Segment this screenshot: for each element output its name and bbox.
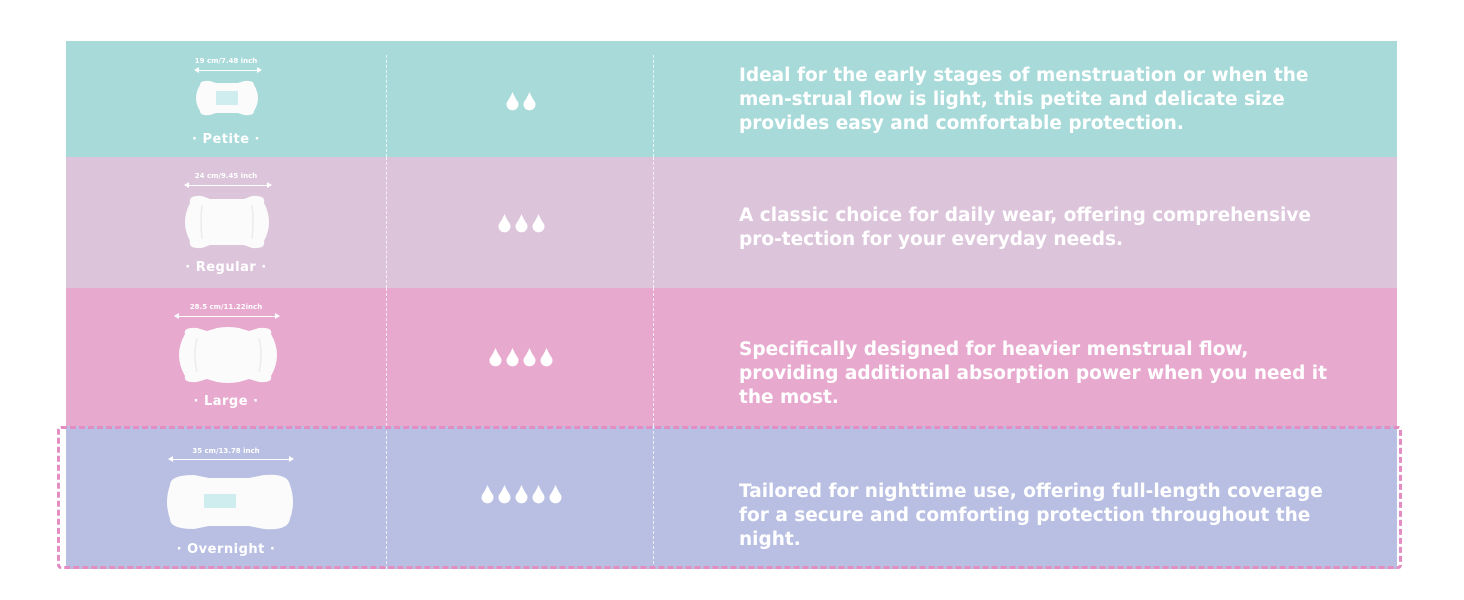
table-row-regular: 24 cm/9.45 inch · Regular · A classic ch… <box>66 157 1397 288</box>
sanitary-pad-icon <box>185 195 269 249</box>
dimension-label: 24 cm/9.45 inch <box>194 172 258 180</box>
sanitary-pad-icon <box>167 474 293 530</box>
water-drop-icon <box>532 214 544 233</box>
size-description: A classic choice for daily wear, offerin… <box>739 205 1311 250</box>
water-drop-icon <box>489 348 502 367</box>
size-description: Tailored for nighttime use, offering ful… <box>739 481 1323 550</box>
water-drop-icon <box>515 214 527 233</box>
water-drop-icon <box>515 485 527 504</box>
size-description: Specifically designed for heavier menstr… <box>739 339 1327 408</box>
column-divider <box>386 157 387 288</box>
dimension-arrow <box>174 313 280 319</box>
column-divider <box>653 157 654 288</box>
water-drop-icon <box>506 348 519 367</box>
dimension-arrow <box>184 182 272 188</box>
size-name: · Regular · <box>185 260 267 275</box>
size-description: Ideal for the early stages of menstruati… <box>739 65 1309 134</box>
column-divider <box>653 55 654 157</box>
water-drop-icon <box>506 92 519 111</box>
water-drop-icon <box>498 485 510 504</box>
size-name: · Petite · <box>192 132 260 147</box>
water-drop-icon <box>532 485 544 504</box>
water-drop-icon <box>498 214 510 233</box>
column-divider <box>386 55 387 157</box>
dimension-arrow <box>194 67 262 73</box>
water-drop-icon <box>549 485 561 504</box>
dimension-arrow <box>168 456 294 462</box>
absorbency-drops <box>388 485 654 504</box>
water-drop-icon <box>523 348 536 367</box>
column-divider <box>386 288 387 426</box>
sanitary-pad-icon <box>196 80 258 116</box>
column-divider <box>653 426 654 569</box>
absorbency-drops <box>388 214 654 233</box>
column-divider <box>386 426 387 569</box>
size-name: · Overnight · <box>176 542 276 557</box>
size-name: · Large · <box>193 394 259 409</box>
table-row-petite: 19 cm/7.48 inch · Petite · Ideal for the… <box>66 41 1397 157</box>
water-drop-icon <box>481 485 493 504</box>
dimension-label: 28.5 cm/11.22inch <box>189 303 263 311</box>
table-row-overnight: 35 cm/13.78 inch · Overnight · Tailored … <box>66 426 1397 569</box>
absorbency-drops <box>388 348 654 367</box>
absorbency-drops <box>388 92 654 111</box>
dimension-label: 19 cm/7.48 inch <box>194 57 258 65</box>
overnight-highlight-frame <box>57 426 1402 569</box>
dimension-label: 35 cm/13.78 inch <box>192 447 260 455</box>
water-drop-icon <box>523 92 536 111</box>
sanitary-pad-icon <box>179 327 277 383</box>
column-divider <box>653 288 654 426</box>
table-row-large: 28.5 cm/11.22inch · Large · Specifically… <box>66 288 1397 426</box>
water-drop-icon <box>540 348 553 367</box>
